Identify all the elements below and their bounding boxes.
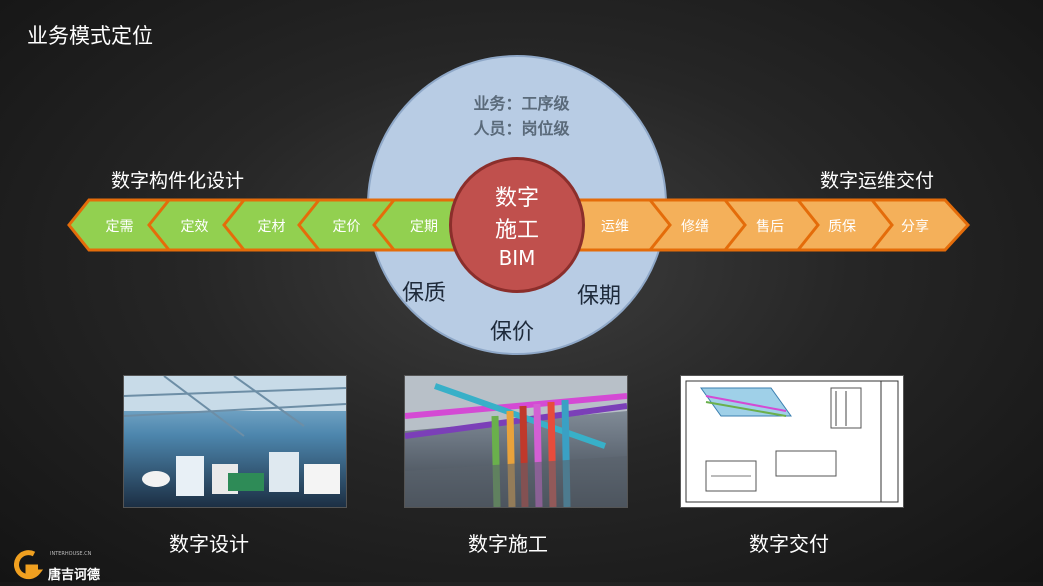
left-flow-item-4: 定价 [309, 216, 384, 236]
left-flow-item-1: 定需 [82, 216, 157, 236]
right-flow-labels: 运维 修缮 售后 质保 分享 [570, 197, 975, 253]
ceiling-render-icon [123, 375, 347, 508]
left-flow-item-3: 定材 [234, 216, 309, 236]
right-flow-item-1: 运维 [585, 216, 645, 236]
right-flow-title: 数字运维交付 [820, 166, 934, 193]
thumbnail-label-construction: 数字施工 [397, 528, 619, 557]
left-flow-item-2: 定效 [157, 216, 232, 236]
right-flow-item-5: 分享 [875, 216, 955, 236]
right-flow-item-4: 质保 [802, 216, 882, 236]
pipes-render-icon [404, 375, 628, 508]
core-line-1: 数字 [452, 180, 582, 212]
core-line-3: BIM [452, 246, 582, 270]
personnel-level-text: 人员：岗位级 [0, 115, 1043, 139]
brand-logo: INTERHOUSE.CN 唐吉诃德 [14, 550, 134, 586]
core-line-2: 施工 [452, 212, 582, 244]
right-flow-item-2: 修缮 [655, 216, 735, 236]
right-flow-item-3: 售后 [730, 216, 810, 236]
quality-label: 保质 [402, 275, 446, 307]
business-level-text: 业务：工序级 [0, 90, 1043, 114]
left-flow-labels: 定需 定效 定材 定价 定期 [64, 197, 484, 253]
left-flow-title: 数字构件化设计 [111, 166, 244, 193]
price-label: 保价 [490, 314, 534, 346]
page-title: 业务模式定位 [27, 20, 153, 50]
logo-subtext: INTERHOUSE.CN [50, 551, 91, 557]
logo-text: 唐吉诃德 [48, 564, 100, 583]
schedule-label: 保期 [577, 278, 621, 310]
thumbnail-label-delivery: 数字交付 [678, 528, 900, 557]
core-circle: 数字 施工 BIM [449, 157, 585, 293]
drawing-sheet-icon [680, 375, 904, 508]
